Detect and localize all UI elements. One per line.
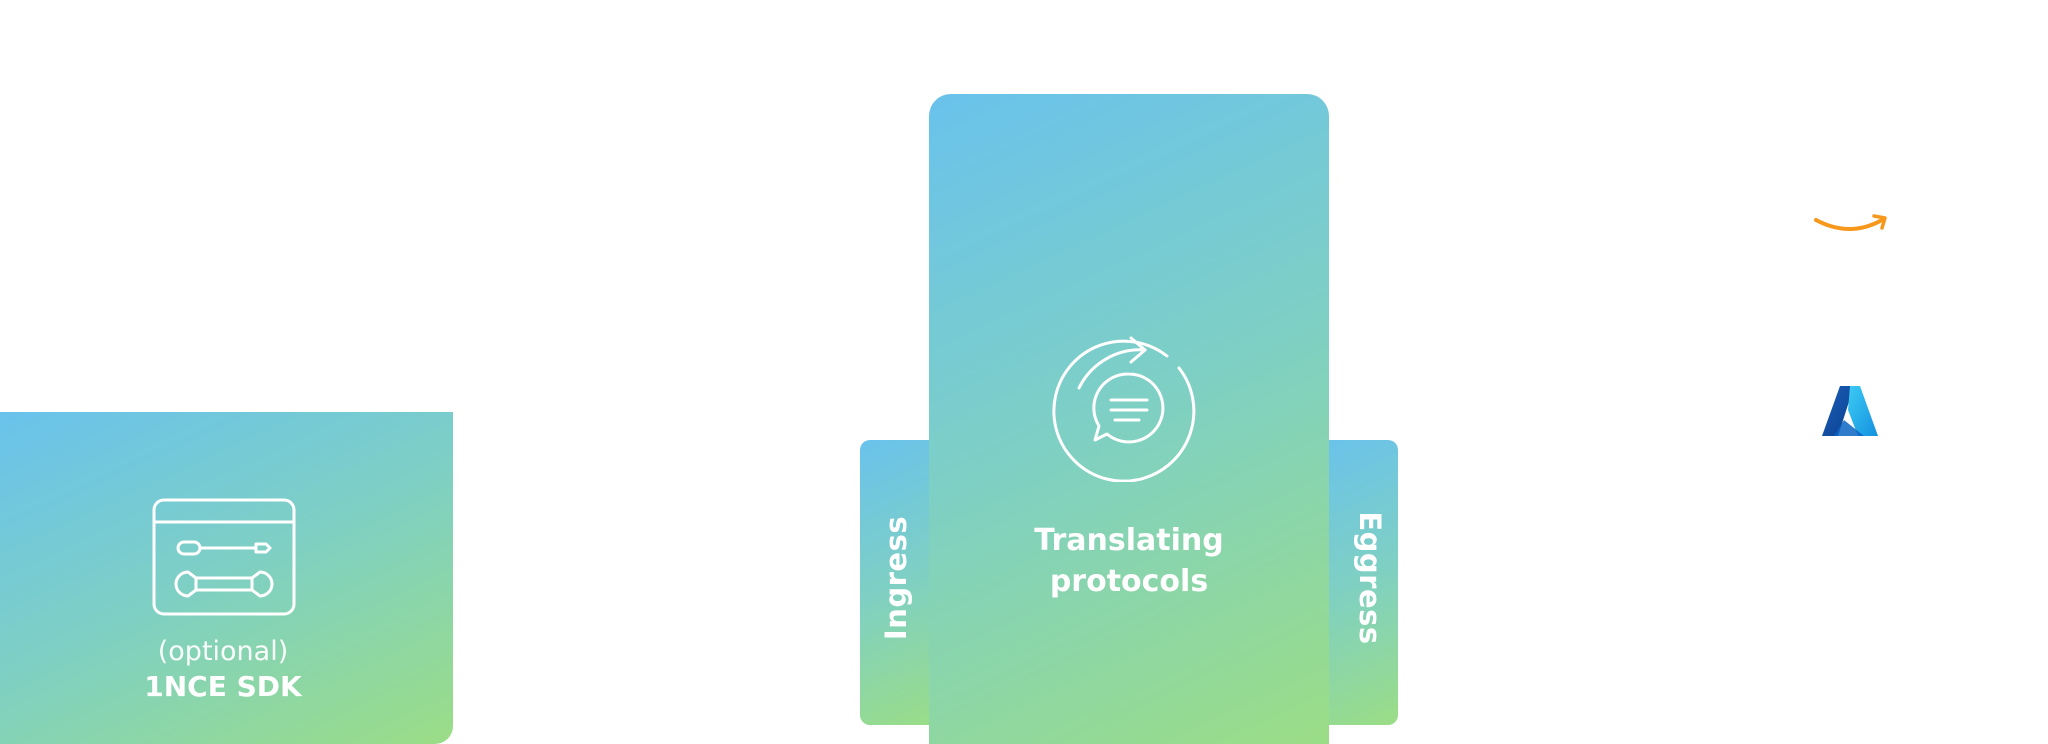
refresh-chat-icon xyxy=(1052,336,1196,482)
amazon-smile-icon xyxy=(1814,214,1887,231)
azure-icon xyxy=(1822,386,1878,436)
egress-label: Eggress xyxy=(1353,511,1387,645)
sdk-optional-label: (optional) xyxy=(157,636,289,667)
tools-window-icon xyxy=(152,498,296,616)
ingress-label: Ingress xyxy=(879,515,913,641)
translating-protocols-label: Translating protocols xyxy=(929,520,1329,602)
main-label-line1: Translating xyxy=(1034,523,1224,558)
main-label-line2: protocols xyxy=(1049,564,1209,599)
sdk-name-label: 1NCE SDK xyxy=(144,670,302,703)
